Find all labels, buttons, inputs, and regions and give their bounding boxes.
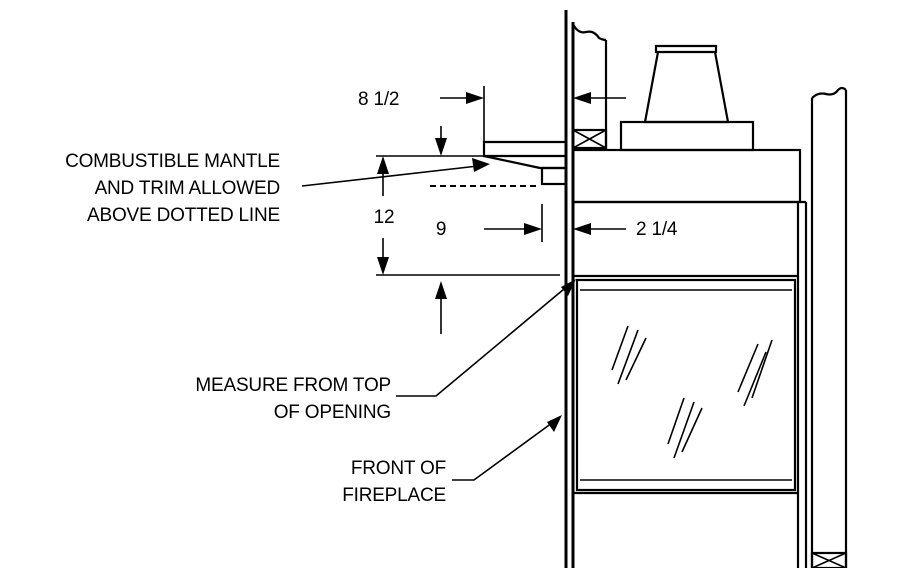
dim-8-1-2-label: 8 1/2 [358, 89, 399, 110]
fireplace-body [573, 200, 808, 568]
dimension-2-1-4 [573, 223, 626, 235]
right-stud [810, 86, 848, 568]
dim-2-1-4-label: 2 1/4 [636, 219, 678, 240]
measure-label-line1: MEASURE FROM TOP [195, 375, 391, 396]
front-leader [452, 415, 562, 481]
front-label-line1: FRONT OF [351, 458, 446, 479]
dimension-8-1-2 [440, 86, 626, 142]
dim-9-label: 9 [436, 219, 446, 240]
dim-12-label: 12 [374, 207, 395, 228]
dimension-9 [484, 204, 543, 242]
measure-leader [396, 279, 576, 397]
mantle-leader [301, 158, 490, 187]
mantle-label-line1: COMBUSTIBLE MANTLE [65, 151, 280, 172]
mantle-label-line2: AND TRIM ALLOWED [95, 178, 280, 199]
measure-label-line2: OF OPENING [274, 402, 391, 423]
dimension-12 [376, 126, 560, 334]
flue-collar [619, 44, 755, 152]
mantle-label-line3: ABOVE DOTTED LINE [87, 205, 280, 226]
front-label-line2: FIREPLACE [342, 485, 446, 506]
fireplace-top [571, 148, 802, 204]
glass-door [575, 278, 797, 492]
mantle-shelf [482, 140, 568, 186]
